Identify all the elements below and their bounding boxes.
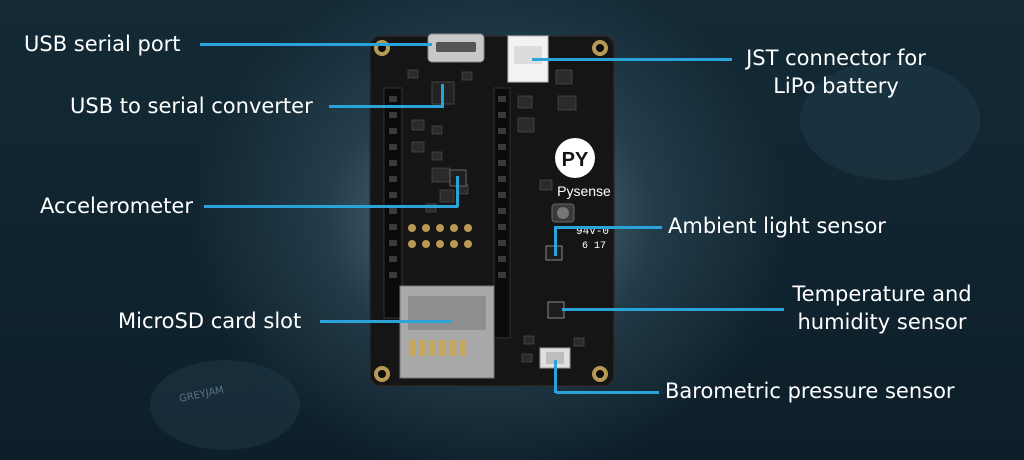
label-temp-humidity-line1: Temperature and [784,280,980,308]
leader-barometric-v [554,360,557,393]
leader-barometric [556,391,659,394]
label-microsd-card-slot: MicroSD card slot [118,307,301,335]
leader-temp-humidity [562,308,784,311]
svg-text:PY: PY [562,149,589,171]
brand-text: Pysense [557,183,611,199]
leader-jst [532,58,732,61]
label-jst-connector: JST connector for LiPo battery [736,44,936,100]
label-barometric-pressure-sensor: Barometric pressure sensor [665,377,955,405]
leader-accelerometer [204,205,458,208]
watermark-text: GREYJAM [178,385,225,405]
label-temp-humidity-line2: humidity sensor [784,308,980,336]
leader-ambient-light [556,226,662,229]
leader-usb-to-serial-converter-v [441,84,444,108]
label-usb-serial-port: USB serial port [24,30,181,58]
leader-usb-to-serial-converter [329,105,442,108]
leader-accelerometer-v [456,176,459,207]
label-jst-connector-line1: JST connector for [736,44,936,72]
label-accelerometer: Accelerometer [40,192,193,220]
label-temp-humidity: Temperature and humidity sensor [784,280,980,336]
leader-ambient-light-v [554,226,557,256]
label-ambient-light-sensor: Ambient light sensor [668,212,886,240]
label-usb-to-serial-converter: USB to serial converter [70,92,313,120]
label-jst-connector-line2: LiPo battery [736,72,936,100]
silkscreen-code: 6 17 [582,241,606,252]
header-left [384,88,402,318]
leader-microsd [320,320,452,323]
leader-usb-serial-port [200,43,432,46]
